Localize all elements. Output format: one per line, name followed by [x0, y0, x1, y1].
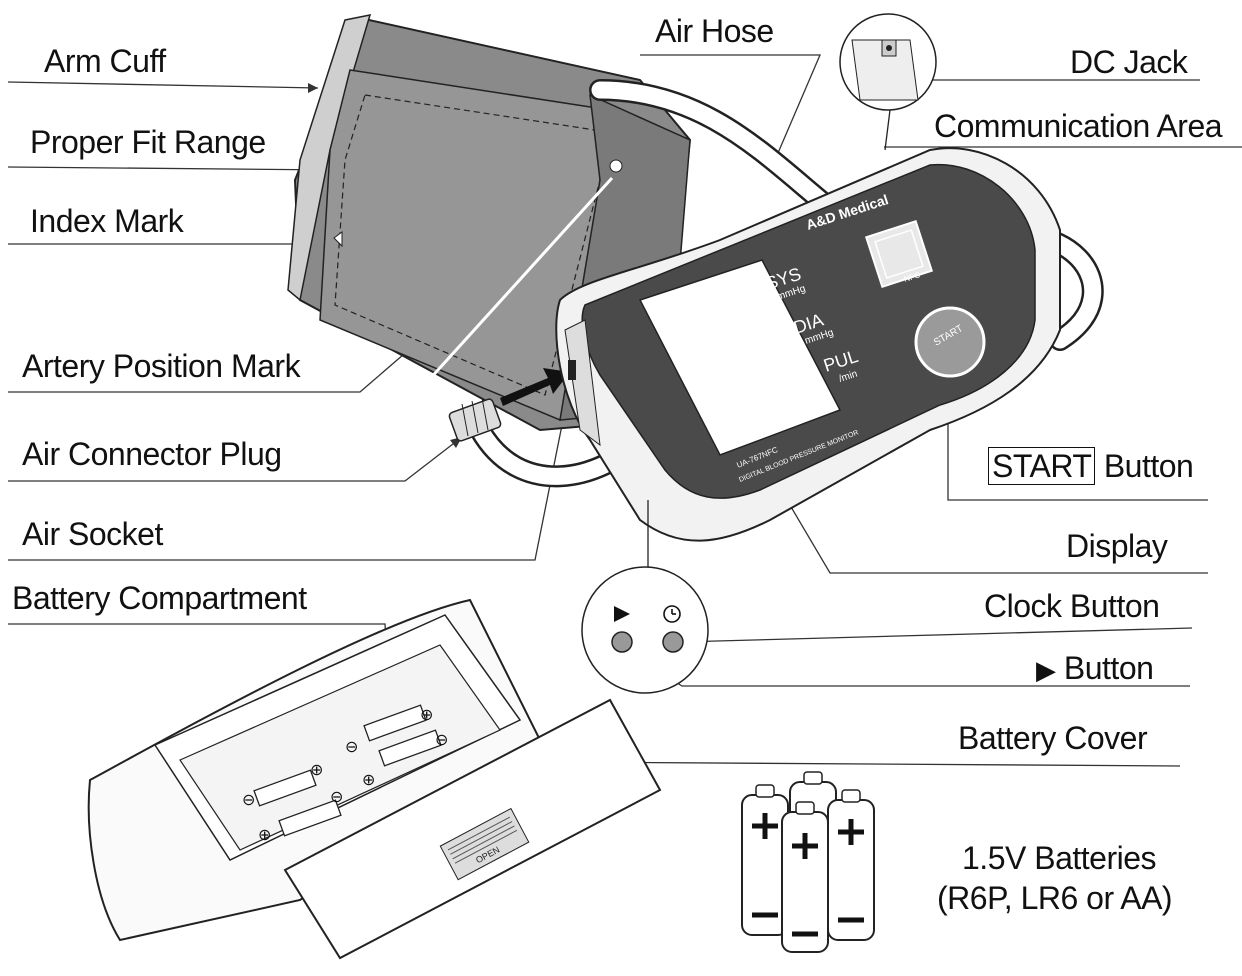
svg-text:⊖: ⊖ — [330, 789, 343, 806]
batteries — [741, 771, 875, 953]
svg-text:⊕: ⊕ — [310, 762, 323, 779]
dc-jack-detail — [839, 13, 937, 151]
label-communication-area: Communication Area — [934, 108, 1223, 144]
label-air-connector-plug: Air Connector Plug — [22, 436, 282, 472]
svg-text:⊖: ⊖ — [242, 792, 255, 809]
label-play-button-word: Button — [1063, 650, 1154, 686]
battery-4 — [781, 801, 829, 953]
clock-icon — [663, 605, 681, 623]
label-artery-position-mark: Artery Position Mark — [22, 348, 301, 384]
label-air-socket: Air Socket — [22, 516, 163, 552]
label-battery-compartment: Battery Compartment — [12, 580, 307, 616]
label-batteries-line2: (R6P, LR6 or AA) — [937, 880, 1173, 916]
label-dc-jack: DC Jack — [1070, 44, 1188, 80]
air-connector-plug — [448, 397, 502, 442]
label-clock-button: Clock Button — [984, 588, 1160, 624]
label-proper-fit-range: Proper Fit Range — [30, 124, 266, 160]
battery-compartment: ⊖⊕ ⊖⊕ ⊕⊖ ⊕⊖ — [87, 598, 542, 942]
label-air-hose: Air Hose — [655, 13, 774, 49]
svg-text:⊖: ⊖ — [435, 732, 448, 749]
svg-text:⊕: ⊕ — [258, 827, 271, 844]
label-start-button: START Button — [988, 447, 1194, 485]
display-screen — [638, 259, 842, 456]
label-arm-cuff: Arm Cuff — [44, 43, 166, 79]
battery-3 — [827, 789, 875, 941]
insertion-arrow — [500, 368, 570, 406]
communication-area — [864, 219, 934, 289]
clock-button-graphic[interactable] — [662, 631, 684, 653]
label-display: Display — [1066, 528, 1168, 564]
label-battery-cover: Battery Cover — [958, 720, 1148, 756]
svg-text:⊕: ⊕ — [420, 707, 433, 724]
play-glyph: ▶ — [1036, 655, 1056, 685]
monitor-body — [555, 147, 1061, 542]
label-start-button-word: Button — [1103, 448, 1194, 484]
svg-text:⊖: ⊖ — [345, 739, 358, 756]
battery-cover: OPEN — [283, 698, 662, 960]
label-batteries-line1: 1.5V Batteries — [962, 840, 1157, 876]
buttons-detail — [581, 500, 709, 694]
svg-text:⊕: ⊕ — [362, 772, 375, 789]
play-button-graphic[interactable] — [611, 631, 633, 653]
label-play-button: ▶ Button — [1036, 650, 1154, 686]
label-start-word: START — [988, 447, 1096, 485]
start-button-graphic[interactable] — [914, 306, 986, 378]
label-index-mark: Index Mark — [30, 203, 184, 239]
play-icon — [614, 606, 630, 622]
